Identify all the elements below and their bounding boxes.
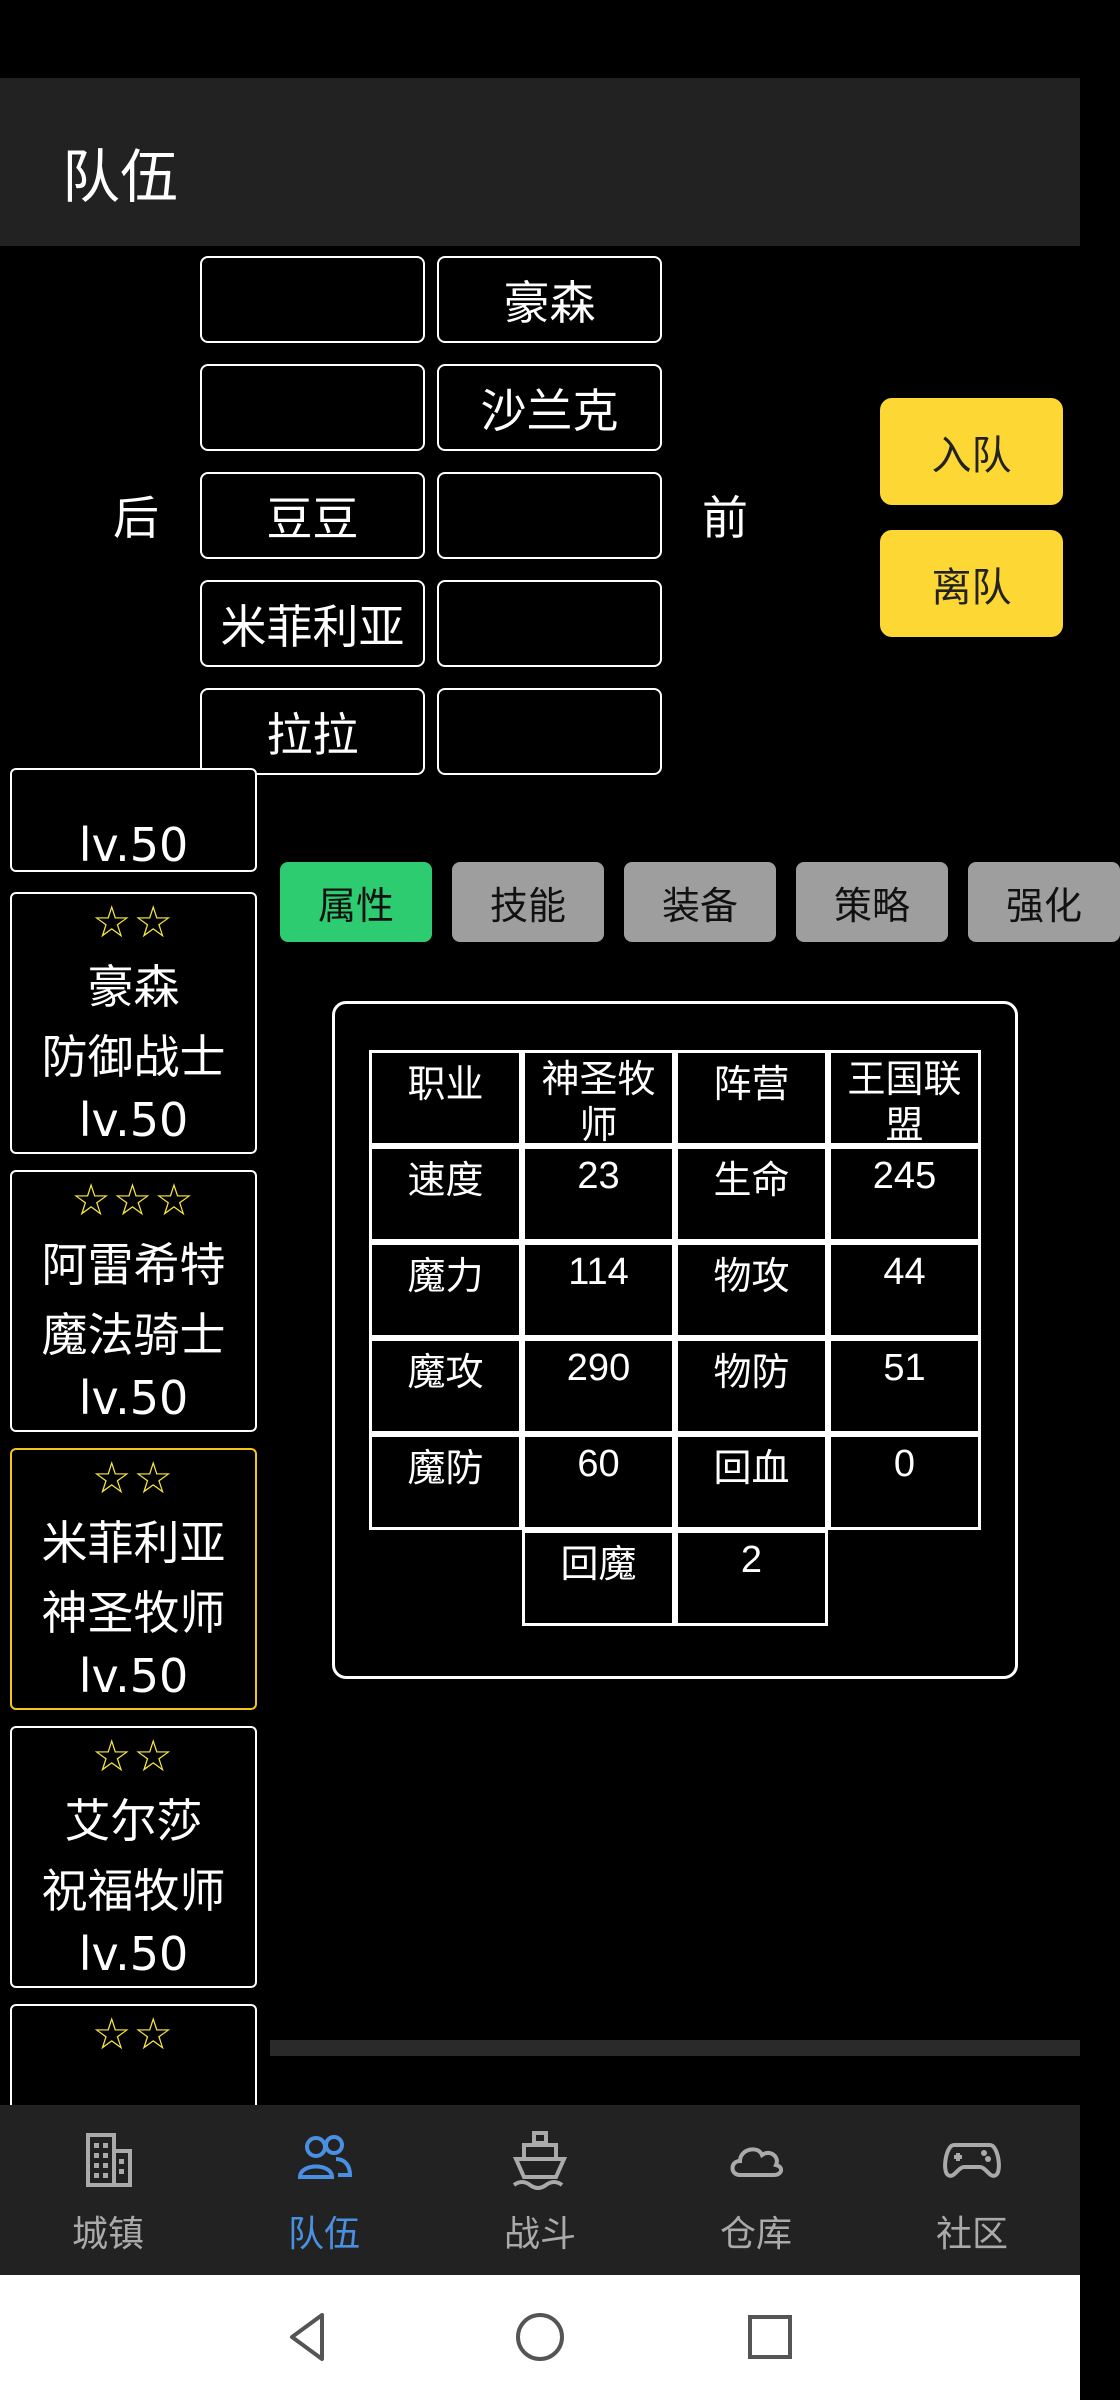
formation-slot-back-4[interactable]: 米菲利亚 — [200, 580, 425, 667]
home-icon[interactable] — [508, 2305, 572, 2369]
stat-value: 23 — [522, 1146, 675, 1242]
character-class: 魔法骑士 — [41, 1308, 226, 1362]
stat-value: 60 — [522, 1434, 675, 1530]
character-card-partial[interactable]: lv.50 — [10, 768, 257, 872]
character-class: 祝福牧师 — [41, 1864, 226, 1918]
app-header: 队伍 — [0, 78, 1080, 246]
stat-label: 魔力 — [369, 1242, 522, 1338]
formation-slot-back-1[interactable] — [200, 256, 425, 343]
character-card-partial[interactable]: ☆☆ — [10, 2004, 257, 2124]
rarity-stars: ☆☆ — [92, 1731, 175, 1782]
character-level: lv.50 — [78, 818, 189, 872]
character-card[interactable]: ☆☆ 艾尔莎 祝福牧师 lv.50 — [10, 1726, 257, 1988]
rarity-stars: ☆☆ — [92, 1453, 175, 1504]
formation-slot-front-3[interactable] — [437, 472, 662, 559]
stat-value: 神圣牧师 — [522, 1050, 675, 1147]
character-name: 米菲利亚 — [41, 1516, 226, 1570]
character-card[interactable]: ☆☆☆ 阿雷希特 魔法骑士 lv.50 — [10, 1170, 257, 1432]
stat-value: 44 — [828, 1242, 981, 1338]
nav-team[interactable]: 队伍 — [216, 2105, 432, 2275]
character-level: lv.50 — [78, 1093, 189, 1147]
stat-label: 魔攻 — [369, 1338, 522, 1434]
stat-value: 114 — [522, 1242, 675, 1338]
join-team-button[interactable]: 入队 — [880, 398, 1063, 505]
formation-slot-front-1[interactable]: 豪森 — [437, 256, 662, 343]
character-class: 神圣牧师 — [41, 1586, 226, 1640]
stat-value: 王国联盟 — [828, 1050, 981, 1147]
stat-label: 职业 — [369, 1050, 522, 1146]
stat-value: 0 — [828, 1434, 981, 1530]
character-level: lv.50 — [78, 1371, 189, 1425]
recents-icon[interactable] — [738, 2305, 802, 2369]
gamepad-icon — [943, 2143, 1001, 2178]
stat-value: 51 — [828, 1338, 981, 1434]
status-bar — [0, 0, 1080, 78]
tab-enhance[interactable]: 强化 — [968, 862, 1120, 942]
stat-label: 回魔 — [522, 1530, 675, 1626]
front-row-label: 前 — [702, 491, 748, 545]
page-title: 队伍 — [62, 143, 179, 211]
formation-slot-back-3[interactable]: 豆豆 — [200, 472, 425, 559]
tab-skills[interactable]: 技能 — [452, 862, 604, 942]
rarity-stars: ☆☆ — [92, 897, 175, 948]
system-navigation-bar — [0, 2275, 1080, 2400]
character-name: 艾尔莎 — [64, 1794, 203, 1848]
character-name: 阿雷希特 — [41, 1238, 226, 1292]
back-icon[interactable] — [278, 2305, 342, 2369]
formation-panel: 后 前 豪森 沙兰克 豆豆 米菲利亚 拉拉 入队 离队 — [0, 246, 1080, 848]
stat-value: 290 — [522, 1338, 675, 1434]
panel-divider — [270, 2040, 1080, 2056]
bottom-navigation: 城镇 队伍 战斗 仓库 社区 — [0, 2105, 1080, 2275]
formation-slot-front-4[interactable] — [437, 580, 662, 667]
team-icon — [297, 2135, 353, 2179]
formation-slot-front-2[interactable]: 沙兰克 — [437, 364, 662, 451]
nav-label: 队伍 — [287, 2214, 360, 2255]
nav-label: 仓库 — [719, 2214, 792, 2255]
character-name: 豪森 — [87, 960, 180, 1014]
character-level: lv.50 — [78, 1649, 189, 1703]
nav-storage[interactable]: 仓库 — [648, 2105, 864, 2275]
stat-label: 物防 — [675, 1338, 828, 1434]
rarity-stars: ☆☆ — [92, 2009, 175, 2060]
tab-equipment[interactable]: 装备 — [624, 862, 776, 942]
stat-label: 速度 — [369, 1146, 522, 1242]
nav-community[interactable]: 社区 — [864, 2105, 1080, 2275]
stat-value: 2 — [675, 1530, 828, 1626]
character-card[interactable]: ☆☆ 豪森 防御战士 lv.50 — [10, 892, 257, 1154]
tab-strategy[interactable]: 策略 — [796, 862, 948, 942]
nav-town[interactable]: 城镇 — [0, 2105, 216, 2275]
back-row-label: 后 — [113, 491, 159, 545]
character-roster-list[interactable]: lv.50 ☆☆ 豪森 防御战士 lv.50 ☆☆☆ 阿雷希特 魔法骑士 lv.… — [0, 768, 262, 2124]
stats-panel: 职业 神圣牧师 阵营 王国联盟 速度 23 生命 245 魔力 114 物攻 4… — [332, 1001, 1018, 1679]
stat-label: 阵营 — [675, 1050, 828, 1146]
tab-attributes[interactable]: 属性 — [280, 862, 432, 942]
stat-value: 245 — [828, 1146, 981, 1242]
formation-slot-back-2[interactable] — [200, 364, 425, 451]
nav-label: 社区 — [935, 2214, 1008, 2255]
building-icon — [86, 2133, 132, 2187]
character-detail-panel: 属性 技能 装备 策略 强化 职业 神圣牧师 阵营 王国联盟 速度 23 生命 … — [270, 848, 1120, 2058]
character-class: 防御战士 — [41, 1030, 226, 1084]
cloud-icon — [730, 2147, 783, 2177]
stat-label: 回血 — [675, 1434, 828, 1530]
nav-label: 战斗 — [503, 2214, 576, 2255]
nav-label: 城镇 — [71, 2214, 144, 2255]
ship-icon — [512, 2131, 568, 2190]
detail-tabs: 属性 技能 装备 策略 强化 — [280, 862, 1120, 944]
nav-battle[interactable]: 战斗 — [432, 2105, 648, 2275]
stat-label: 物攻 — [675, 1242, 828, 1338]
formation-slot-front-5[interactable] — [437, 688, 662, 775]
character-card-selected[interactable]: ☆☆ 米菲利亚 神圣牧师 lv.50 — [10, 1448, 257, 1710]
stat-label: 生命 — [675, 1146, 828, 1242]
formation-slot-back-5[interactable]: 拉拉 — [200, 688, 425, 775]
leave-team-button[interactable]: 离队 — [880, 530, 1063, 637]
character-level: lv.50 — [78, 1927, 189, 1981]
rarity-stars: ☆☆☆ — [71, 1175, 196, 1226]
stat-label: 魔防 — [369, 1434, 522, 1530]
